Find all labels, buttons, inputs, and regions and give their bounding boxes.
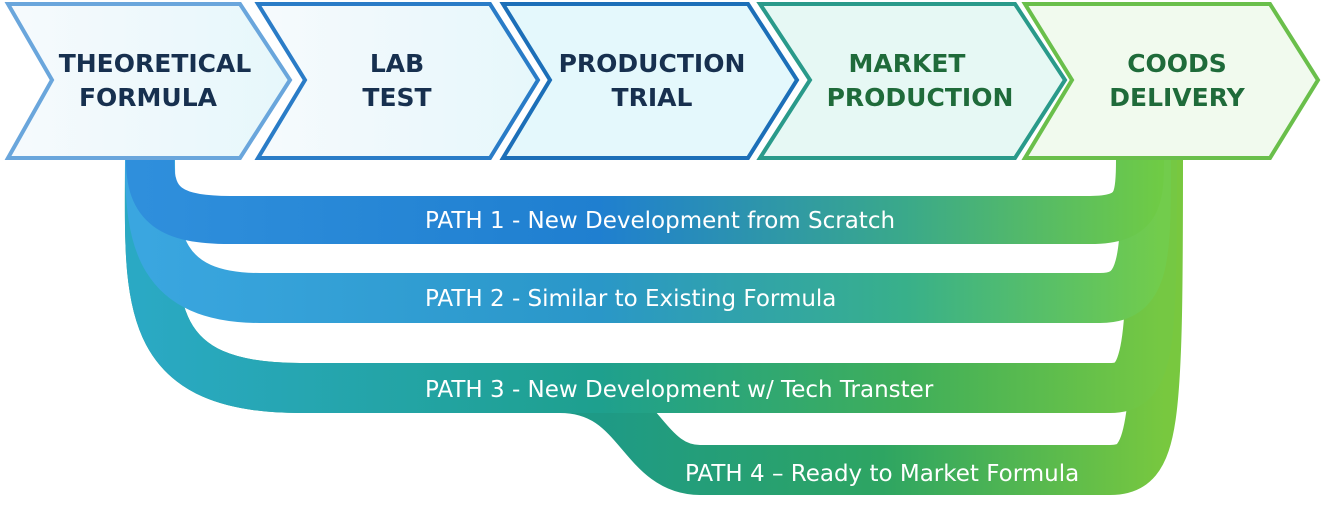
- stage-label-line1: COODS: [1127, 49, 1227, 78]
- path-3-label: PATH 3 - New Development w/ Tech Transte…: [425, 377, 934, 403]
- stage-label-line1: LAB: [370, 49, 424, 78]
- path-2-label: PATH 2 - Similar to Existing Formula: [425, 286, 836, 312]
- stage-production-trial: PRODUCTION TRIAL: [499, 2, 800, 160]
- stage-label-line1: THEORETICAL: [59, 49, 252, 78]
- stage-theoretical-formula: THEORETICAL FORMULA: [4, 2, 293, 160]
- stage-market-production: MARKET PRODUCTION: [756, 1, 1068, 160]
- stage-label-line1: PRODUCTION: [559, 49, 746, 78]
- path-1-band: [126, 159, 1164, 244]
- stage-goods-delivery: COODS DELIVERY: [1021, 2, 1321, 160]
- stage-label-line1: MARKET: [849, 49, 966, 78]
- stage-label-line2: TRIAL: [612, 83, 693, 112]
- stage-label-line2: TEST: [362, 83, 431, 112]
- stage-label-line2: DELIVERY: [1109, 83, 1245, 112]
- path-1-label: PATH 1 - New Development from Scratch: [425, 208, 895, 234]
- path-bands: [124, 159, 1183, 495]
- stage-label-line2: PRODUCTION: [827, 83, 1014, 112]
- stage-label-line2: FORMULA: [79, 83, 218, 112]
- path-4-label: PATH 4 – Ready to Market Formula: [685, 461, 1079, 487]
- stage-lab-test: LAB TEST: [254, 2, 541, 160]
